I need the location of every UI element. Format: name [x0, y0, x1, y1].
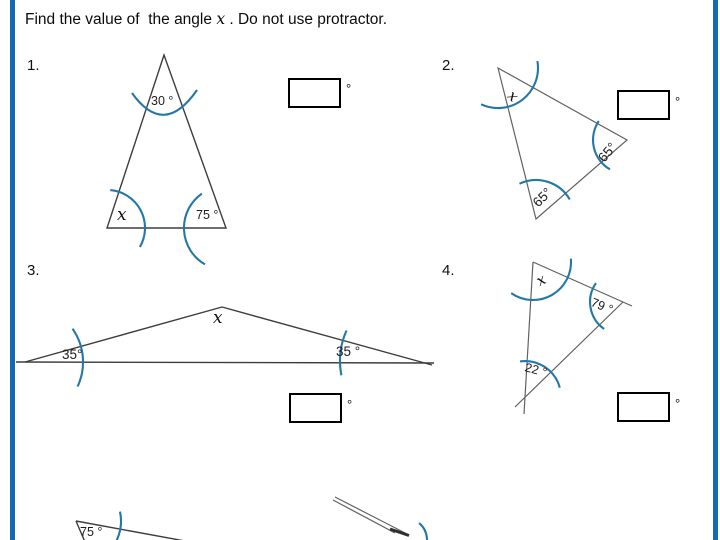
- angle-arc-1-bottom-left: [110, 189, 147, 248]
- triangle-3-left-side: [24, 306, 223, 363]
- angle-arc-1-top: [131, 89, 198, 116]
- figure-1: 30 ° x 75 °: [106, 52, 227, 266]
- title-suffix: . Do not use protractor.: [225, 11, 388, 28]
- angle-arc-4-bottom-left: [519, 359, 561, 388]
- answer-box-3[interactable]: [289, 393, 342, 423]
- angle-arc-3-left: [71, 328, 85, 387]
- problem-4-number: 4.: [442, 262, 455, 279]
- angle-label-5-left: 75 °: [80, 525, 102, 539]
- problem-2-number: 2.: [442, 57, 455, 74]
- angle-arc-5-right: [418, 522, 429, 540]
- answer-box-4[interactable]: [617, 392, 670, 422]
- answer-unit-4: °: [675, 396, 681, 411]
- triangle-2: [497, 66, 629, 221]
- triangle-4-left-side: [523, 261, 534, 415]
- problem-1-number: 1.: [27, 57, 40, 74]
- angle-label-1-top: 30 °: [151, 94, 173, 108]
- angle-arc-4-top: [510, 258, 573, 301]
- triangle-4-top-side: [532, 261, 633, 307]
- answer-unit-1: °: [346, 81, 352, 96]
- title-x-symbol: x: [216, 10, 226, 28]
- problem-3-number: 3.: [27, 262, 40, 279]
- angle-arc-5-left: [115, 511, 123, 540]
- answer-unit-3: °: [347, 397, 353, 412]
- answer-box-1[interactable]: [288, 78, 341, 108]
- angle-label-3-left: 35°: [62, 347, 82, 362]
- angle-label-3-apex: x: [213, 308, 223, 328]
- right-accent-bar: [713, 0, 718, 540]
- triangle-1: [106, 52, 227, 229]
- figure-5-right-wedge-lower: [332, 499, 396, 534]
- angle-label-4-bottom-left: 22 °: [523, 360, 548, 379]
- title-prefix: Find the value of the angle: [25, 11, 217, 28]
- angle-label-1-bottom-right: 75 °: [196, 208, 218, 222]
- figure-3: x 35° 35 °: [15, 306, 435, 387]
- angle-label-1-bottom-left: x: [117, 205, 127, 225]
- figure-5-partial: 75 °: [75, 496, 429, 540]
- triangle-3-base-line: [15, 361, 435, 364]
- angle-label-4-top: x: [533, 270, 549, 290]
- angle-arc-3-right: [338, 330, 348, 376]
- answer-box-2[interactable]: [617, 90, 670, 120]
- figure-5-right-wedge-tip: [389, 527, 410, 537]
- angle-label-3-right: 35 °: [336, 344, 360, 359]
- angle-arc-2-top-left: [480, 60, 540, 110]
- angle-label-2-right: 65°: [595, 140, 620, 165]
- angle-arc-2-right: [592, 120, 611, 171]
- angle-arc-1-bottom-right: [182, 192, 206, 266]
- figure-5-left-ray-vertical: [75, 520, 85, 540]
- figure-2: x 65° 65°: [480, 60, 629, 221]
- angle-arc-4-right: [589, 282, 605, 330]
- figure-5-right-wedge-upper: [334, 496, 410, 536]
- angle-arc-2-bottom: [519, 179, 571, 201]
- figure-4: x 79 ° 22 °: [510, 258, 633, 415]
- figure-5-left-ray-horizontal: [75, 520, 184, 540]
- triangle-4-right-side: [514, 301, 624, 408]
- triangle-3-right-side: [221, 306, 433, 366]
- left-accent-bar: [10, 0, 15, 540]
- worksheet-title: Find the value of the angle x . Do not u…: [25, 10, 387, 29]
- answer-unit-2: °: [675, 94, 681, 109]
